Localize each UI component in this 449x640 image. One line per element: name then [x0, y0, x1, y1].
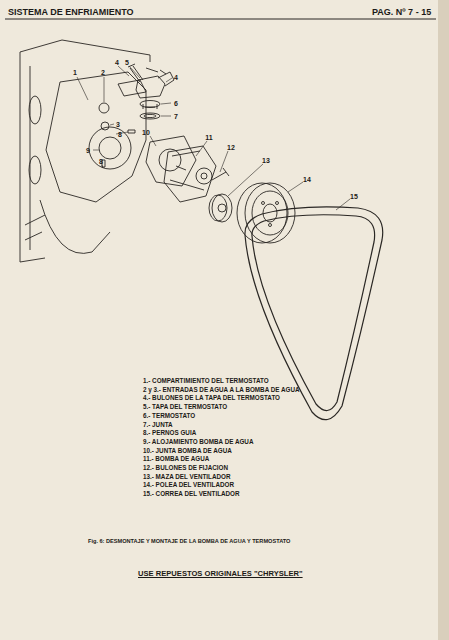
engine-block [20, 40, 150, 262]
callout-number: 7 [174, 113, 178, 120]
parts-list-item: 6.- TERMOSTATO [143, 413, 195, 419]
fan-hub [209, 194, 232, 222]
parts-list-item: 2 y 3.- ENTRADAS DE AGUA A LA BOMBA DE A… [143, 387, 300, 393]
callout-number: 2 [101, 69, 105, 76]
callout-number: 12 [227, 144, 235, 151]
guide-pin [128, 130, 135, 133]
callout-number: 13 [262, 157, 270, 164]
footer-note: USE REPUESTOS ORIGINALES "CHRYSLER" [138, 570, 303, 578]
callout-number: 4 [174, 74, 178, 81]
pump-gasket [146, 136, 196, 186]
water-inlet [101, 122, 109, 130]
parts-list-item: 9.- ALOJAMIENTO BOMBA DE AGUA [143, 439, 253, 445]
parts-list-item: 10.- JUNTA BOMBA DE AGUA [143, 448, 232, 454]
callout-number: 1 [73, 69, 77, 76]
callout-number: 9 [86, 147, 90, 154]
thermostat-cover [136, 72, 174, 98]
callout-number: 8 [118, 131, 122, 138]
page-edge [438, 0, 449, 640]
callout-number: 10 [142, 129, 150, 136]
parts-list-item: 15.- CORREA DEL VENTILADOR [143, 491, 240, 497]
thermostat-seat [118, 80, 146, 96]
parts-list-item: 14.- POLEA DEL VENTILADOR [143, 482, 234, 488]
parts-list-item: 12.- BULONES DE FIJACION [143, 465, 228, 471]
header-rule [5, 19, 436, 20]
parts-list-item: 8.- PERNOS GUIA [143, 430, 196, 436]
callout-number: 6 [174, 100, 178, 107]
bolt [146, 68, 166, 74]
gasket [140, 113, 160, 119]
parts-list-item: 5.- TAPA DEL TERMOSTATO [143, 404, 227, 410]
parts-list-item: 4.- BULONES DE LA TAPA DEL TERMOSTATO [143, 395, 280, 401]
parts-list-item: 1.- COMPARTIMIENTO DEL TERMOSTATO [143, 378, 269, 384]
parts-list-item: 11.- BOMBA DE AGUA [143, 456, 209, 462]
callout-number: 8 [99, 158, 103, 165]
callout-number: 14 [303, 176, 311, 183]
callout-number: 5 [125, 59, 129, 66]
leader-line [77, 66, 350, 210]
water-pump [164, 146, 216, 202]
bolt [212, 168, 229, 180]
bolt [128, 64, 143, 82]
figure-caption: Fig. 6: DESMONTAJE Y MONTAJE DE LA BOMBA… [88, 539, 290, 545]
page-header: SISTEMA DE ENFRIAMIENTO [8, 8, 134, 17]
parts-list-item: 7.- JUNTA [143, 422, 173, 428]
parts-list-item: 13.- MAZA DEL VENTILADOR [143, 474, 230, 480]
callout-number: 3 [116, 121, 120, 128]
callout-number: 11 [205, 134, 212, 141]
callout-number: 4 [115, 59, 119, 66]
callout-number: 15 [350, 193, 358, 200]
page-number: PAG. Nº 7 - 15 [372, 8, 431, 17]
front-cover [46, 72, 146, 202]
pump-seat [89, 127, 131, 169]
water-inlet [99, 103, 109, 113]
